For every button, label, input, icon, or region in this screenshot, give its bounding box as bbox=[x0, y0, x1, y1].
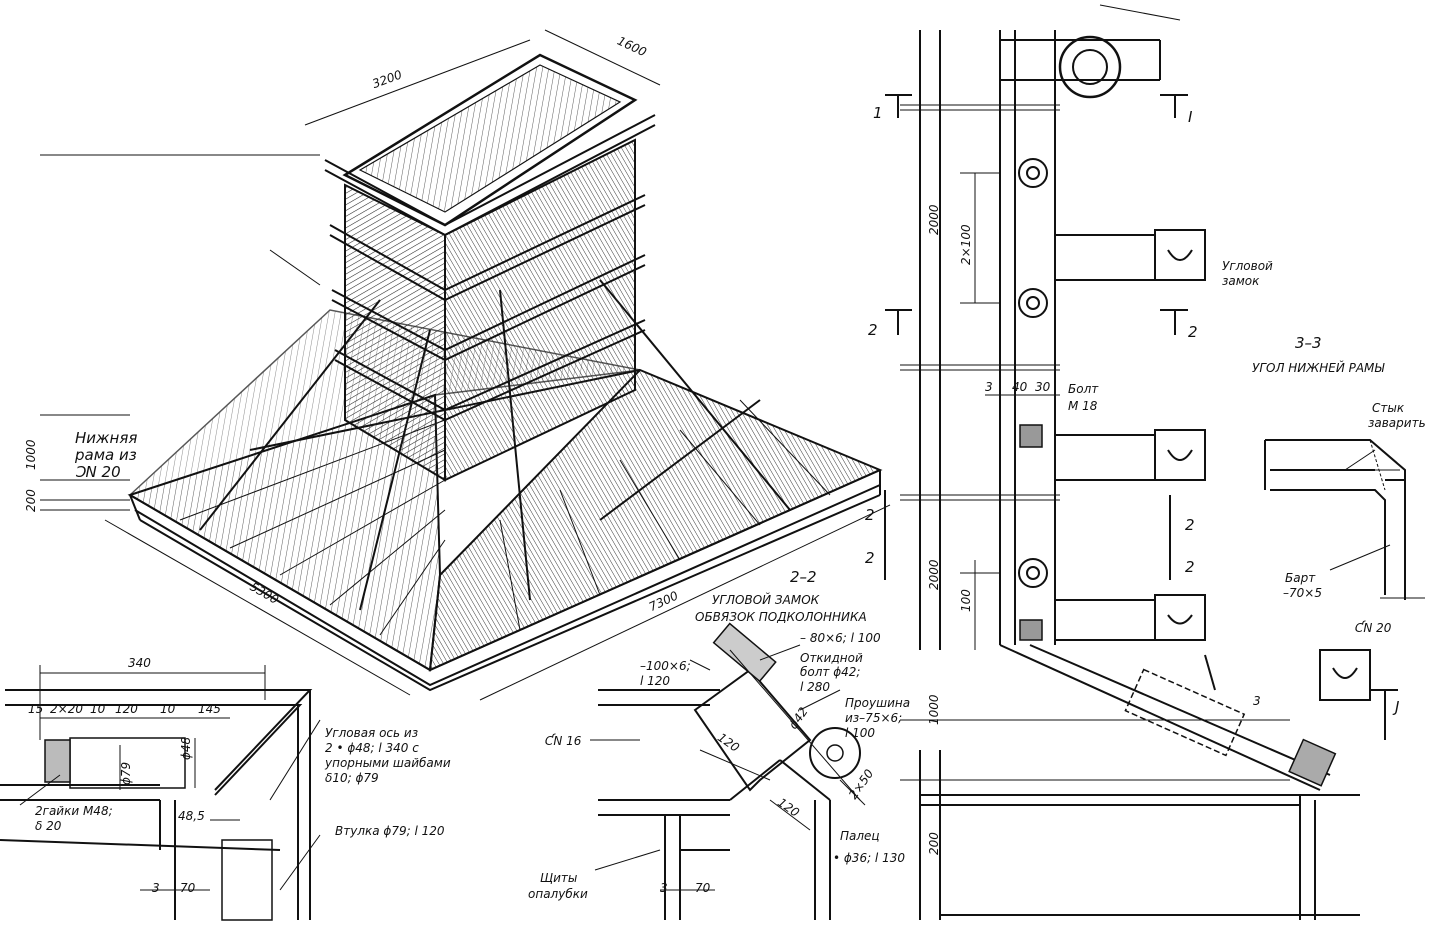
dim-30: 30 bbox=[1035, 380, 1051, 394]
bart-line2: –70×5 bbox=[1283, 586, 1322, 600]
dim-3: 3 bbox=[985, 380, 993, 394]
lug-line3: l 100 bbox=[845, 726, 875, 740]
dim-3b: 3 bbox=[1253, 694, 1261, 708]
dim-3200: 3200 bbox=[370, 67, 404, 91]
bolt-m18-line2: M 18 bbox=[1068, 399, 1098, 413]
section-mark-3-right: J bbox=[1392, 698, 1399, 716]
plate2-label: – 80×6; l 100 bbox=[800, 631, 881, 645]
dim-1600: 1600 bbox=[615, 34, 649, 60]
section-3-3-title: 3–3 bbox=[1295, 334, 1322, 352]
shields-line1: Щиты bbox=[540, 871, 577, 885]
section-2-2-title: 2–2 bbox=[790, 568, 817, 586]
section-mark-2-right: 2 bbox=[1188, 323, 1198, 341]
sloped-strut bbox=[1124, 668, 1246, 757]
dim-120: 120 bbox=[115, 702, 138, 716]
dim-340: 340 bbox=[128, 656, 151, 670]
section-3-3: 3–3 УГОЛ НИЖНЕЙ РАМЫ Стык заварить Барт … bbox=[1252, 334, 1426, 635]
dim-120a: 120 bbox=[715, 730, 742, 755]
joint-line1: Стык bbox=[1372, 401, 1405, 415]
dim-2000a: 2000 bbox=[927, 204, 941, 235]
dim-200: 200 bbox=[24, 489, 38, 512]
bolt-line2: болт ϕ42; bbox=[800, 665, 860, 679]
nuts-label-line1: 2гайки M48; bbox=[35, 804, 113, 818]
dim-10b: 10 bbox=[160, 702, 176, 716]
dim-70: 70 bbox=[695, 881, 711, 895]
dim-2x100: 2×100 bbox=[959, 224, 973, 265]
section-mark-2-a: 2 bbox=[865, 506, 875, 524]
corner-axis-detail: 340 15 2×20 10 120 10 145 ϕ48 ϕ79 48,5 3… bbox=[0, 656, 451, 921]
section-mark-2-d: 2 bbox=[1185, 558, 1195, 576]
pin-circle bbox=[809, 727, 861, 779]
pin-line1: Палец bbox=[840, 829, 880, 843]
nut bbox=[44, 739, 71, 783]
axis-label-line2: 2 • ϕ48; l 340 с bbox=[325, 741, 419, 755]
nuts-label-line2: δ 20 bbox=[35, 819, 62, 833]
channel-16-label: ƇN 16 bbox=[545, 733, 582, 748]
bushing-label: Втулка ϕ79; l 120 bbox=[335, 824, 445, 838]
axis-label-line3: упорными шайбами bbox=[324, 756, 451, 770]
corner-lock-body bbox=[693, 668, 812, 792]
section-2-2-subtitle2: ОБВЯЗОК ПОДКОЛОННИКА bbox=[695, 610, 867, 624]
dim-40: 40 bbox=[1012, 380, 1028, 394]
dim-145: 145 bbox=[198, 702, 221, 716]
bolt-line1: Откидной bbox=[800, 651, 863, 665]
corner-lock-line2: замок bbox=[1222, 274, 1260, 288]
elevation-view: 2000 2×100 3 40 30 2000 100 1000 200 3 У… bbox=[865, 4, 1399, 920]
dim-70: 70 bbox=[180, 881, 196, 895]
dim-2000b: 2000 bbox=[927, 559, 941, 590]
axis-label-line1: Угловая ось из bbox=[325, 726, 418, 740]
channel-20-label: ƇN 20 bbox=[1355, 620, 1392, 635]
lower-frame-line2: рама из bbox=[74, 446, 137, 464]
section-mark-2-b: 2 bbox=[865, 549, 875, 567]
lower-frame-line3: ƆN 20 bbox=[75, 463, 121, 481]
section-3-3-subtitle: УГОЛ НИЖНЕЙ РАМЫ bbox=[1252, 360, 1385, 375]
lug-line2: из–75×6; bbox=[845, 711, 902, 725]
bolts-upper bbox=[1018, 158, 1048, 588]
lug-line1: Проушина bbox=[845, 696, 910, 710]
dim-phi79: ϕ79 bbox=[119, 762, 133, 785]
dim-120b: 120 bbox=[775, 795, 802, 820]
dim-15: 15 bbox=[28, 702, 43, 716]
bolt-m18 bbox=[1019, 424, 1043, 448]
section-mark-1-right: I bbox=[1188, 108, 1193, 126]
isometric-formwork-view: 3200 1600 5300 7300 1000 200 Нижняя рама… bbox=[24, 29, 891, 701]
section-2-2-subtitle1: УГЛОВОЙ ЗАМОК bbox=[712, 592, 820, 607]
section-2-2: 2–2 УГЛОВОЙ ЗАМОК ОБВЯЗОК ПОДКОЛОННИКА –… bbox=[528, 568, 910, 920]
bolt-line3: l 280 bbox=[800, 680, 830, 694]
joint-line2: заварить bbox=[1368, 416, 1426, 430]
axis-label-line4: δ10; ϕ79 bbox=[325, 771, 379, 785]
top-pin bbox=[1058, 35, 1122, 99]
dim-phi42: ϕ42 bbox=[786, 705, 811, 732]
section-mark-2-c: 2 bbox=[1185, 516, 1195, 534]
section-mark-2-left: 2 bbox=[868, 321, 878, 339]
corner-lock-brackets bbox=[1054, 229, 1371, 701]
bushing bbox=[221, 839, 273, 921]
column-right-face bbox=[444, 138, 636, 482]
shields-line2: опалубки bbox=[528, 887, 588, 901]
dim-3: 3 bbox=[152, 881, 160, 895]
dim-10a: 10 bbox=[90, 702, 106, 716]
corner-lock-line1: Угловой bbox=[1222, 259, 1273, 273]
swing-bolt bbox=[712, 622, 777, 683]
pin-line2: • ϕ36; l 130 bbox=[833, 851, 905, 865]
plate1-line1: –100×6; bbox=[640, 659, 691, 673]
dim-100: 100 bbox=[959, 589, 973, 612]
dim-200: 200 bbox=[927, 832, 941, 855]
dim-48-5: 48,5 bbox=[178, 809, 205, 823]
dim-phi48: ϕ48 bbox=[179, 736, 193, 760]
dim-7300: 7300 bbox=[647, 588, 681, 614]
dim-5300: 5300 bbox=[248, 580, 282, 608]
dim-2x20: 2×20 bbox=[50, 702, 83, 716]
dim-1000: 1000 bbox=[24, 439, 38, 470]
dim-3: 3 bbox=[660, 881, 668, 895]
dim-1000: 1000 bbox=[927, 694, 941, 725]
bolt-m18-line1: Болт bbox=[1068, 382, 1099, 396]
lower-frame-line1: Нижняя bbox=[75, 429, 137, 447]
plate1-line2: l 120 bbox=[640, 674, 670, 688]
section-mark-1-left: 1 bbox=[873, 104, 883, 122]
bart-line1: Барт bbox=[1285, 571, 1316, 585]
